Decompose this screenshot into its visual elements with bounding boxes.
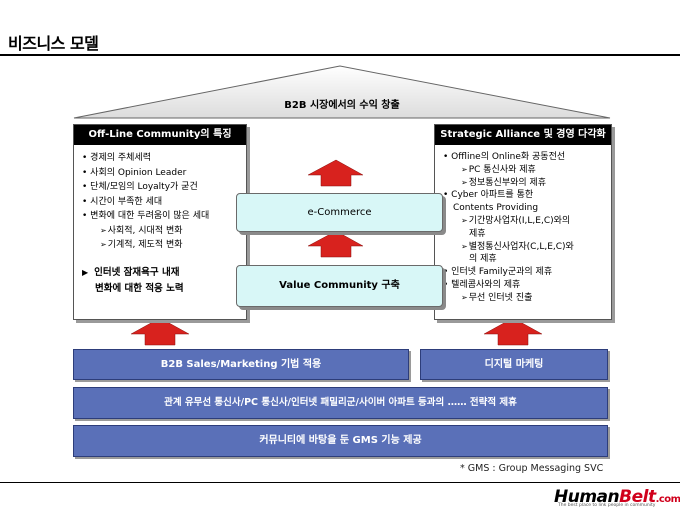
right-panel-header: Strategic Alliance 및 경영 다각화 xyxy=(435,125,611,145)
left-panel: Off-Line Community의 특징 경제의 주체세력 사회의 Opin… xyxy=(73,124,247,320)
sub-list-item: 기계적, 제도적 변화 xyxy=(82,238,240,253)
list-item: Cyber 아파트를 통한 xyxy=(443,189,605,202)
b2b-sales-bar: B2B Sales/Marketing 기법 적용 xyxy=(73,349,409,380)
title-divider xyxy=(0,54,680,56)
sub-list-item: 사회적, 시대적 변화 xyxy=(82,224,240,239)
list-item: 텔레콤사와의 제휴 xyxy=(443,279,605,292)
list-item: 인터넷 Family군과의 제휴 xyxy=(443,266,605,279)
list-item: 단체/모임의 Loyalty가 굳건 xyxy=(82,180,240,195)
logo-text-belt: Belt xyxy=(619,487,656,507)
arrow-up-ecommerce-icon xyxy=(307,159,364,187)
sub-list-item: 무선 인터넷 진출 xyxy=(443,292,605,305)
list-item: 경제의 주체세력 xyxy=(82,151,240,166)
list-item-continued: Contents Providing xyxy=(453,203,539,214)
list-item: 사회의 Opinion Leader xyxy=(82,166,240,181)
sub-list-item-continued: 의 제휴 xyxy=(469,254,497,265)
roof-title: B2B 시장에서의 수익 창출 xyxy=(284,100,400,111)
arrow-up-right-icon xyxy=(483,317,543,346)
footer-divider xyxy=(0,482,680,483)
logo-tagline: The best place to link people in communi… xyxy=(558,503,656,508)
list-item: 변화에 대한 두려움이 많은 세대 xyxy=(82,209,240,224)
page-title: 비즈니스 모델 xyxy=(8,34,99,53)
gms-bar: 커뮤니티에 바탕을 둔 GMS 기능 제공 xyxy=(73,425,608,457)
left-panel-note: 인터넷 잠재욕구 내재 변화에 대한 적응 노력 xyxy=(82,265,240,297)
note-line: 변화에 대한 적응 노력 xyxy=(95,282,184,294)
strategic-alliance-bar: 관계 유무선 통신사/PC 통신사/인터넷 패밀리군/사이버 아파트 등과의 …… xyxy=(73,387,608,419)
ecommerce-box: e-Commerce xyxy=(236,193,443,232)
humanbelt-logo: HumanBelt.com xyxy=(554,487,680,507)
arrow-up-left-icon xyxy=(130,317,190,346)
logo-text-com: .com xyxy=(655,494,680,505)
sub-list-item-continued: 제휴 xyxy=(469,228,486,239)
sub-list-item: PC 통신사와 제휴 xyxy=(443,164,605,177)
footnote: * GMS : Group Messaging SVC xyxy=(460,463,604,474)
logo-text-human: Human xyxy=(554,487,620,507)
sub-list-item: 정보통신부와의 제휴 xyxy=(443,177,605,190)
list-item: 시간이 부족한 세대 xyxy=(82,195,240,210)
list-item: Offline의 Online화 공동전선 xyxy=(443,151,605,164)
digital-marketing-bar: 디지털 마케팅 xyxy=(420,349,608,380)
right-panel: Strategic Alliance 및 경영 다각화 Offline의 Onl… xyxy=(434,124,612,320)
sub-list-item: 기간망사업자(I,L,E,C)와의 xyxy=(443,215,605,228)
note-line: 인터넷 잠재욕구 내재 xyxy=(82,265,240,281)
arrow-up-value-community-icon xyxy=(307,230,364,258)
left-panel-header: Off-Line Community의 특징 xyxy=(74,125,246,145)
value-community-box: Value Community 구축 xyxy=(236,265,443,307)
sub-list-item: 별정통신사업자(C,L,E,C)와 xyxy=(443,241,605,254)
